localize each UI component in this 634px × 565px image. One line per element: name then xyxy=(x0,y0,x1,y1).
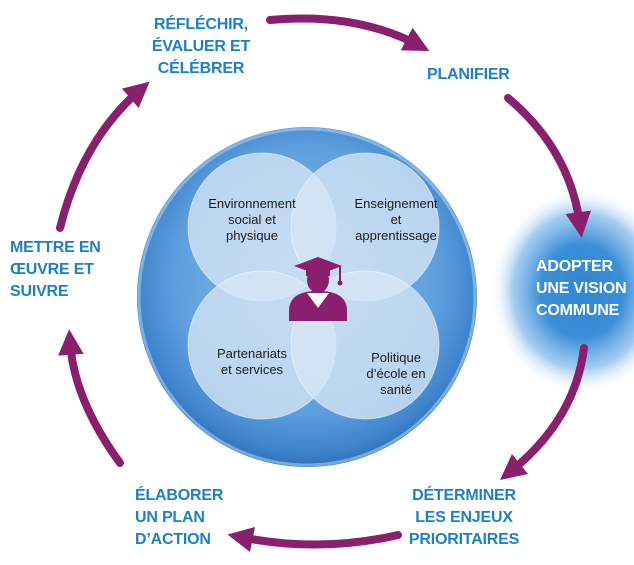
step-implement-and-monitor: METTRE EN ŒUVRE ET SUIVRE xyxy=(10,237,101,303)
step-adopt-common-vision: ADOPTER UNE VISION COMMUNE xyxy=(536,256,627,322)
domain-teaching: Enseignement et apprentissage xyxy=(336,196,456,244)
domain-policy-line-2: d’école en xyxy=(366,366,426,381)
arrow-vision-to-priorities xyxy=(500,344,588,480)
center-disc-rim xyxy=(137,127,477,467)
domain-teaching-line-2: et xyxy=(390,212,402,227)
arrow-priorities-to-action xyxy=(227,526,402,553)
vision-glow xyxy=(490,187,634,395)
arrow-action-to-implement xyxy=(58,329,124,467)
step-implement-line-3: SUIVRE xyxy=(10,283,69,300)
domain-environment-line-2: social et xyxy=(228,212,276,227)
domain-environment-line-3: physique xyxy=(225,228,279,243)
step-priorities-line-2: LES ENJEUX xyxy=(415,509,513,526)
step-vision-line-3: COMMUNE xyxy=(536,302,620,319)
step-vision-line-2: UNE VISION xyxy=(536,280,627,297)
domain-partnerships-line-2: et services xyxy=(220,362,284,377)
step-implement-line-1: METTRE EN xyxy=(10,239,101,256)
domain-teaching-line-1: Enseignement xyxy=(354,196,438,211)
arrow-plan-to-vision xyxy=(504,94,591,238)
step-reflect-line-2: ÉVALUER ET xyxy=(151,38,251,55)
step-plan: PLANIFIER xyxy=(427,64,510,86)
step-priorities-line-3: PRIORITAIRES xyxy=(408,531,520,548)
step-determine-priorities: DÉTERMINER LES ENJEUX PRIORITAIRES xyxy=(394,485,534,551)
domain-partnerships-line-1: Partenariats xyxy=(216,346,288,361)
arrow-implement-to-reflect xyxy=(56,81,150,232)
step-vision-line-1: ADOPTER xyxy=(536,258,613,275)
step-action-line-3: D’ACTION xyxy=(135,531,211,548)
domain-environment: Environnement social et physique xyxy=(190,196,314,244)
step-action-line-1: ÉLABORER xyxy=(135,487,224,504)
domain-policy-line-3: santé xyxy=(380,382,412,397)
domain-environment-line-1: Environnement xyxy=(208,196,296,211)
step-reflect-line-1: RÉFLÉCHIR, xyxy=(153,16,248,33)
step-implement-line-2: ŒUVRE ET xyxy=(10,261,94,278)
step-plan-line-1: PLANIFIER xyxy=(427,66,510,83)
step-reflect-evaluate-celebrate: RÉFLÉCHIR, ÉVALUER ET CÉLÉBRER xyxy=(126,14,276,80)
step-develop-action-plan: ÉLABORER UN PLAN D’ACTION xyxy=(135,485,223,551)
domain-teaching-line-3: apprentissage xyxy=(355,228,437,243)
step-action-line-2: UN PLAN xyxy=(135,509,205,526)
domain-policy-line-1: Politique xyxy=(371,350,421,365)
step-reflect-line-3: CÉLÉBRER xyxy=(157,60,245,77)
cycle-arrows xyxy=(56,14,591,553)
graduate-student-icon xyxy=(289,257,347,321)
domain-partnerships: Partenariats et services xyxy=(190,346,314,378)
arrow-reflect-to-plan xyxy=(266,14,430,51)
domain-policy: Politique d’école en santé xyxy=(338,350,454,398)
step-priorities-line-1: DÉTERMINER xyxy=(412,487,516,504)
